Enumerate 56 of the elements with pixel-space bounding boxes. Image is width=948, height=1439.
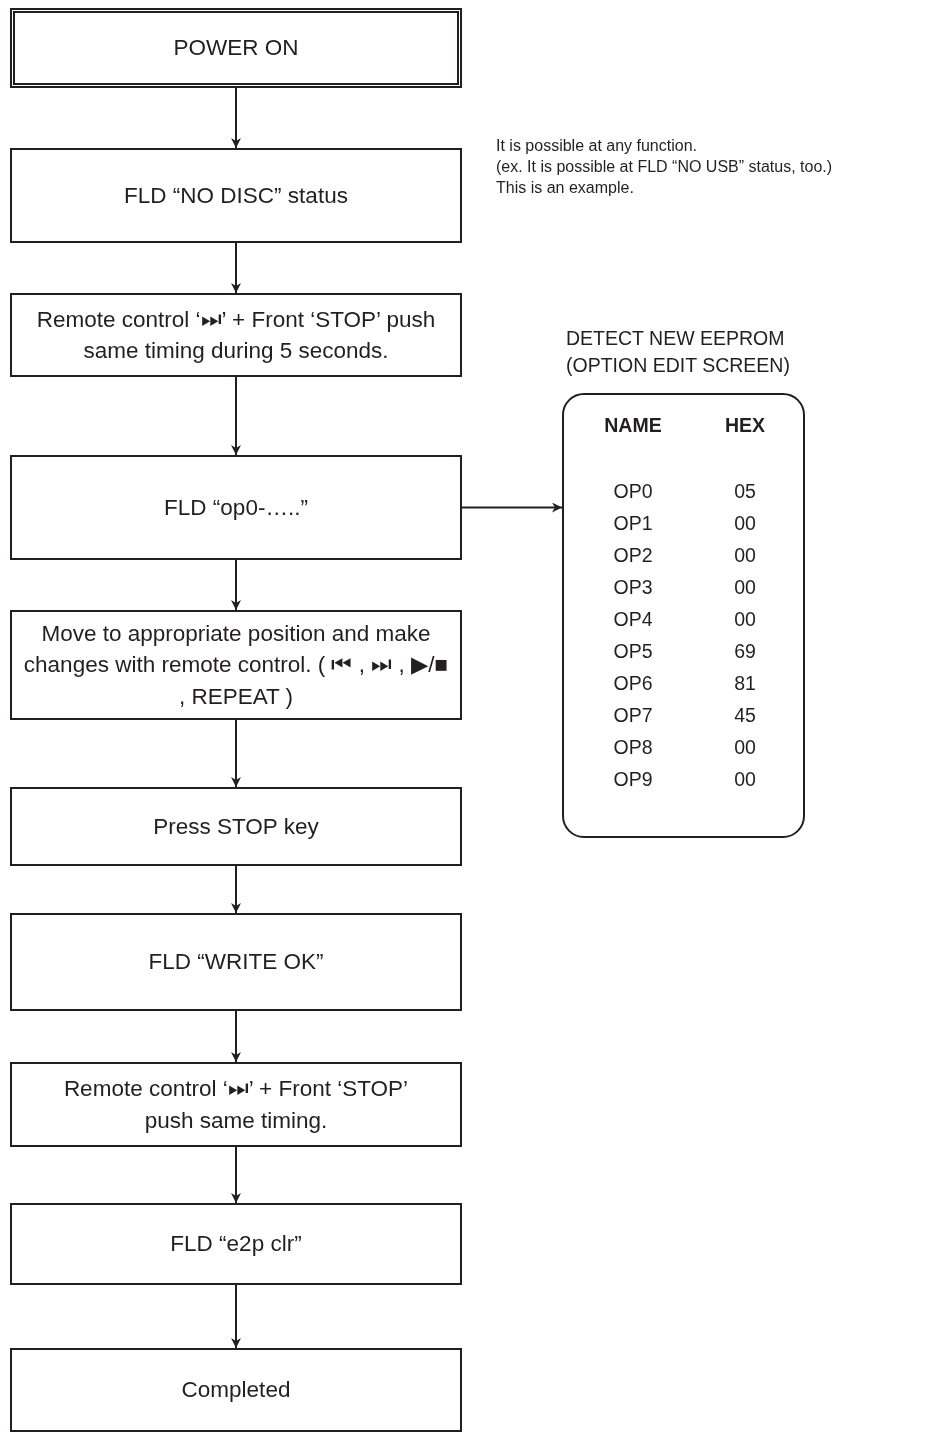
step-text: FLD “op0-…..” bbox=[164, 493, 308, 522]
process-box bbox=[10, 787, 462, 866]
arrow bbox=[231, 865, 241, 914]
process-box bbox=[10, 293, 462, 377]
arrow bbox=[461, 502, 563, 513]
option-name: OP6 bbox=[612, 672, 654, 695]
arrow bbox=[231, 376, 241, 456]
screen-heading: DETECT NEW EEPROM (OPTION EDIT SCREEN) bbox=[566, 326, 791, 379]
option-name: OP5 bbox=[612, 640, 654, 663]
option-name: OP0 bbox=[612, 480, 654, 503]
column-header: HEX bbox=[723, 414, 767, 437]
hex-value: 45 bbox=[733, 704, 757, 727]
arrow bbox=[231, 559, 241, 611]
process-box bbox=[10, 8, 462, 88]
arrow bbox=[231, 1010, 241, 1063]
hex-value: 05 bbox=[733, 480, 757, 503]
step-text: Move to appropriate position and make changes with remote control. ( ⏮ , ⏭ , ▶/■ , REPEAT ) bbox=[22, 619, 450, 711]
option-name: OP9 bbox=[612, 768, 654, 791]
step-text: Remote control ‘⏭’ + Front ‘STOP’ push same timing. bbox=[62, 1075, 410, 1135]
hex-value: 00 bbox=[733, 544, 757, 567]
option-name: OP8 bbox=[612, 736, 654, 759]
process-box bbox=[10, 913, 462, 1011]
hex-value: 69 bbox=[733, 640, 757, 663]
process-box bbox=[10, 455, 462, 560]
option-name: OP7 bbox=[612, 704, 654, 727]
note-text: (ex. It is possible at FLD “NO USB” status, too.) bbox=[496, 156, 833, 177]
step-text: POWER ON bbox=[173, 34, 299, 63]
option-name: OP4 bbox=[612, 608, 654, 631]
step-text: Press STOP key bbox=[153, 812, 319, 841]
arrow bbox=[231, 1146, 241, 1204]
option-name: OP3 bbox=[612, 576, 654, 599]
step-text: FLD “e2p clr” bbox=[170, 1230, 302, 1259]
process-box bbox=[10, 1348, 462, 1432]
hex-value: 00 bbox=[733, 608, 757, 631]
arrow bbox=[231, 87, 241, 149]
hex-value: 81 bbox=[733, 672, 757, 695]
process-box bbox=[10, 1062, 462, 1147]
arrow bbox=[231, 1284, 241, 1349]
note-text: This is an example. bbox=[496, 177, 635, 198]
arrow bbox=[231, 719, 241, 788]
step-text: FLD “WRITE OK” bbox=[148, 948, 324, 977]
option-name: OP1 bbox=[612, 512, 654, 535]
arrow bbox=[231, 242, 241, 294]
hex-value: 00 bbox=[733, 512, 757, 535]
step-text: Completed bbox=[181, 1376, 291, 1405]
step-text: FLD “NO DISC” status bbox=[124, 181, 348, 210]
column-header: NAME bbox=[603, 414, 663, 437]
process-box bbox=[10, 610, 462, 720]
process-box bbox=[10, 1203, 462, 1285]
step-text: Remote control ‘⏭’ + Front ‘STOP’ push same timing during 5 seconds. bbox=[35, 305, 437, 365]
process-box bbox=[10, 148, 462, 243]
note-text: It is possible at any function. bbox=[496, 136, 698, 156]
hex-value: 00 bbox=[733, 576, 757, 599]
option-name: OP2 bbox=[612, 544, 654, 567]
hex-value: 00 bbox=[733, 736, 757, 759]
hex-value: 00 bbox=[733, 768, 757, 791]
